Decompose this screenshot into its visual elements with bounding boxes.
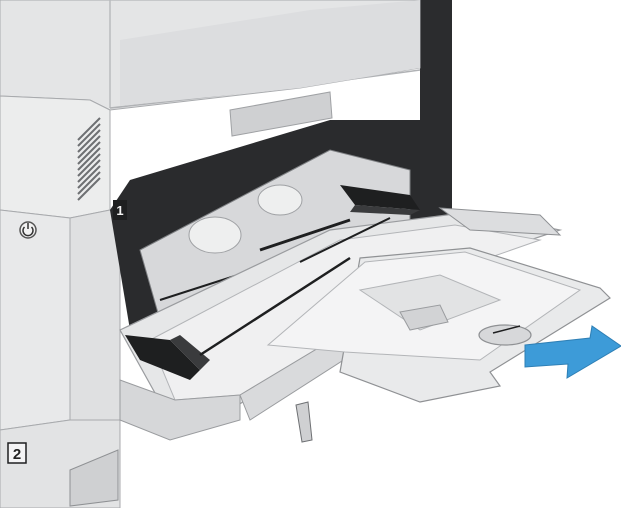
- feed-roller: [188, 216, 242, 254]
- tray-2-label: 2: [7, 442, 27, 464]
- svg-text:2: 2: [13, 446, 21, 463]
- tray-1-label: 1: [113, 200, 127, 220]
- paper-width-guide-right[interactable]: [340, 185, 420, 215]
- pull-out-direction-arrow-icon: [524, 325, 621, 379]
- multipurpose-tray[interactable]: [119, 185, 611, 443]
- paper-width-guide-left[interactable]: [125, 335, 210, 380]
- extension-handle[interactable]: [478, 324, 532, 346]
- printer-body: [0, 0, 452, 508]
- vent-grille: [77, 117, 101, 201]
- tray-2-drawer[interactable]: [0, 419, 121, 508]
- power-icon[interactable]: [19, 221, 37, 239]
- svg-text:1: 1: [116, 203, 123, 218]
- tray-extension[interactable]: [266, 247, 611, 403]
- tray-latch[interactable]: [295, 401, 313, 443]
- feed-roller: [257, 184, 303, 216]
